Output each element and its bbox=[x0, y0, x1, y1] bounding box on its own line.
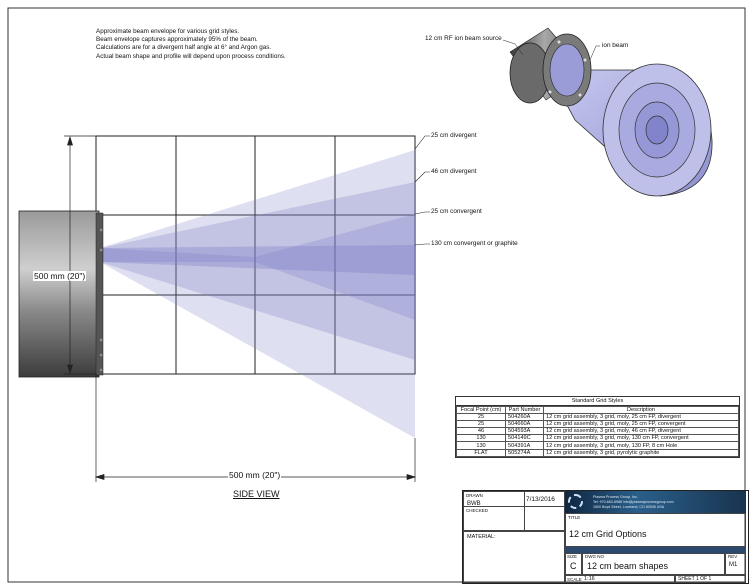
cell-part: 504660A bbox=[505, 420, 544, 429]
material-label: MATERIAL: bbox=[467, 534, 496, 540]
cell-desc: 12 cm grid assembly, 3 grid, moly, 46 cm… bbox=[543, 427, 739, 436]
table-caption: Standard Grid Styles bbox=[456, 397, 739, 406]
size-value: C bbox=[570, 561, 577, 571]
cell-desc: 12 cm grid assembly, 3 grid, pyrolytic g… bbox=[543, 448, 739, 457]
header-description: Description bbox=[543, 405, 739, 415]
header-focal-point: Focal Point (cm) bbox=[456, 405, 506, 415]
dwg-no-cell: DWG NO 12 cm beam shapes bbox=[582, 553, 725, 575]
beam-25cm-convergent bbox=[100, 214, 415, 320]
side-view-title: SIDE VIEW bbox=[233, 489, 280, 499]
material-cell: MATERIAL: bbox=[463, 531, 565, 583]
cell-desc: 12 cm grid assembly, 3 grid, moly, 130 F… bbox=[543, 441, 739, 450]
drawn-checked-cell: DRAWN BWB 7/13/2016 CHECKED bbox=[463, 491, 565, 531]
banner-strip bbox=[565, 547, 746, 553]
vertical-dimension bbox=[64, 135, 96, 375]
cell-focal: 130 bbox=[456, 441, 506, 450]
cell-part: 504593A bbox=[505, 427, 544, 436]
dimension-vertical-label: 500 mm (20") bbox=[33, 271, 87, 281]
size-label: SIZE bbox=[567, 554, 578, 559]
size-cell: SIZE C bbox=[565, 553, 582, 575]
cell-desc: 12 cm grid assembly, 3 grid, moly, 25 cm… bbox=[543, 420, 739, 429]
company-logo-banner: Plasma Process Group, Inc. Tel: 970-663-… bbox=[565, 491, 746, 513]
table-row: 25 504660A 12 cm grid assembly, 3 grid, … bbox=[456, 420, 739, 429]
drawing-frame bbox=[7, 7, 746, 583]
note-line: Actual beam shape and profile will depen… bbox=[96, 52, 286, 60]
company-name: Plasma Process Group, Inc. bbox=[593, 495, 638, 499]
cell-focal: FLAT bbox=[456, 448, 506, 457]
company-logo-icon bbox=[568, 494, 583, 509]
beam-25cm-divergent bbox=[100, 150, 415, 438]
scale-cell: SCALE 1:16 bbox=[565, 575, 675, 583]
checked-label: CHECKED bbox=[466, 508, 489, 513]
drawing-notes: Approximate beam envelope for various gr… bbox=[96, 28, 286, 61]
table-row: FLAT 505274A 12 cm grid assembly, 3 grid… bbox=[456, 448, 739, 457]
table-row: 25 504260A 12 cm grid assembly, 3 grid, … bbox=[456, 413, 739, 422]
drawing-title: 12 cm Grid Options bbox=[569, 529, 647, 539]
table-header-row: Focal Point (cm) Part Number Description bbox=[456, 405, 739, 415]
table-row: 46 504593A 12 cm grid assembly, 3 grid, … bbox=[456, 427, 739, 436]
cell-part: 505274A bbox=[505, 448, 544, 457]
callout-130cm-convergent: 130 cm convergent or graphite bbox=[431, 240, 518, 247]
standard-grid-styles-table: Standard Grid Styles Focal Point (cm) Pa… bbox=[455, 396, 740, 458]
scale-value: 1:16 bbox=[584, 576, 595, 582]
dimension-horizontal-label: 500 mm (20") bbox=[228, 470, 282, 480]
table-row: 130 504391A 12 cm grid assembly, 3 grid,… bbox=[456, 441, 739, 450]
header-part-number: Part Number bbox=[505, 405, 544, 415]
cell-part: 504260A bbox=[505, 413, 544, 422]
scale-label: SCALE bbox=[567, 577, 582, 582]
cell-part: 504149C bbox=[505, 434, 544, 443]
beam-130cm-convergent bbox=[100, 245, 415, 275]
isometric-view bbox=[502, 27, 713, 197]
callout-leaders bbox=[414, 135, 430, 246]
drawn-by: BWB bbox=[467, 501, 481, 507]
cell-focal: 25 bbox=[456, 420, 506, 429]
cell-focal: 130 bbox=[456, 434, 506, 443]
title-cell: TITLE 12 cm Grid Options bbox=[565, 513, 746, 547]
company-address: 1500 Boyd Street, Loveland, CO 80538 USA bbox=[593, 505, 665, 509]
title-block: DRAWN BWB 7/13/2016 CHECKED MATERIAL: Pl… bbox=[462, 490, 749, 584]
title-label: TITLE bbox=[568, 515, 581, 520]
callout-ion-beam: ion beam bbox=[602, 42, 629, 49]
company-contact: Tel: 970-663-6988 info@plasmaprocessgrou… bbox=[593, 500, 674, 504]
cell-desc: 12 cm grid assembly, 3 grid, moly, 130 c… bbox=[543, 434, 739, 443]
cell-focal: 25 bbox=[456, 413, 506, 422]
dwg-label: DWG NO bbox=[585, 554, 604, 559]
rev-cell: REV M1 bbox=[725, 553, 746, 575]
drawn-label: DRAWN bbox=[466, 493, 483, 498]
sheet-value: SHEET 1 OF 1 bbox=[678, 576, 712, 582]
scale-grid bbox=[95, 135, 416, 375]
dwg-number: 12 cm beam shapes bbox=[587, 561, 669, 571]
beam-envelopes bbox=[100, 150, 415, 438]
note-line: Approximate beam envelope for various gr… bbox=[96, 28, 240, 35]
rev-label: REV bbox=[728, 554, 738, 559]
note-line: Calculations are for a divergent half an… bbox=[96, 44, 272, 52]
callout-46cm-divergent: 46 cm divergent bbox=[431, 168, 477, 175]
beam-46cm-divergent bbox=[100, 182, 415, 360]
callout-25cm-divergent: 25 cm divergent bbox=[431, 132, 477, 139]
table-row: 130 504149C 12 cm grid assembly, 3 grid,… bbox=[456, 434, 739, 443]
cell-desc: 12 cm grid assembly, 3 grid, moly, 25 cm… bbox=[543, 413, 739, 422]
note-line: Beam envelope captures approximately 95%… bbox=[96, 36, 258, 44]
drawn-date: 7/13/2016 bbox=[526, 496, 555, 503]
sheet-cell: SHEET 1 OF 1 bbox=[675, 575, 746, 583]
callout-source: 12 cm RF ion beam source bbox=[425, 35, 502, 42]
ion-source-side-view bbox=[18, 210, 104, 378]
callout-25cm-convergent: 25 cm convergent bbox=[431, 208, 482, 215]
cell-part: 504391A bbox=[505, 441, 544, 450]
cell-focal: 46 bbox=[456, 427, 506, 436]
rev-value: M1 bbox=[729, 562, 738, 568]
